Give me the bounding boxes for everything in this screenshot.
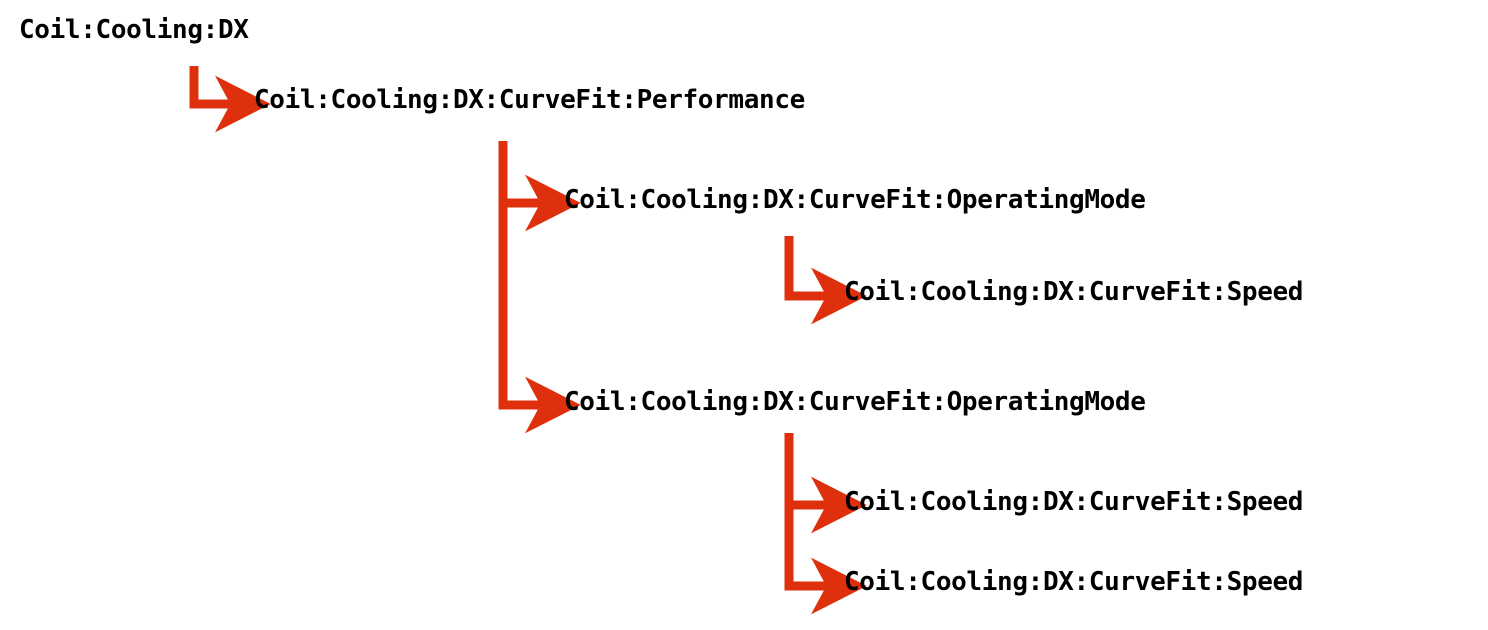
node-coil-cooling-dx-curvefit-speed-1a: Coil:Cooling:DX:CurveFit:Speed <box>844 277 1304 307</box>
connector-performance-trunk <box>498 141 581 434</box>
node-coil-cooling-dx-curvefit-operatingmode-1: Coil:Cooling:DX:CurveFit:OperatingMode <box>564 185 1146 215</box>
node-coil-cooling-dx-curvefit-performance: Coil:Cooling:DX:CurveFit:Performance <box>254 85 805 115</box>
connector-operating-mode-1-to-speed <box>784 236 867 325</box>
node-coil-cooling-dx-curvefit-speed-2a: Coil:Cooling:DX:CurveFit:Speed <box>844 487 1304 517</box>
node-coil-cooling-dx: Coil:Cooling:DX <box>19 15 249 45</box>
node-coil-cooling-dx-curvefit-speed-2b: Coil:Cooling:DX:CurveFit:Speed <box>844 567 1304 597</box>
connector-operating-mode-2-trunk <box>784 433 867 615</box>
connector-root-to-performance <box>189 66 271 133</box>
node-coil-cooling-dx-curvefit-operatingmode-2: Coil:Cooling:DX:CurveFit:OperatingMode <box>564 387 1146 417</box>
